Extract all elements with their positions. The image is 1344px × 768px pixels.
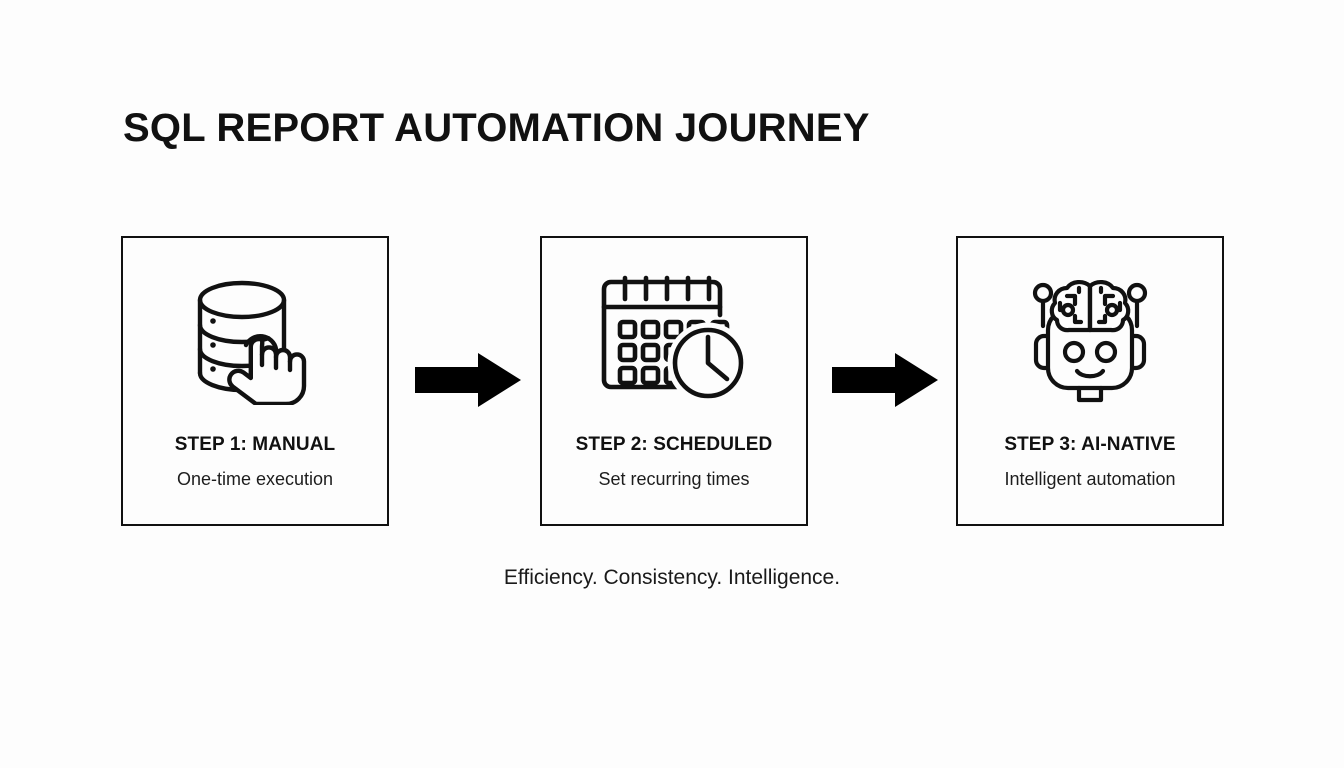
database-hand-click-icon xyxy=(123,264,387,414)
footer-tagline: Efficiency. Consistency. Intelligence. xyxy=(503,566,841,589)
step-card-title: STEP 1: MANUAL xyxy=(174,434,336,455)
step-card-title: STEP 3: AI-NATIVE xyxy=(1004,434,1176,455)
robot-brain-icon xyxy=(958,264,1222,414)
step-card-subtitle: One-time execution xyxy=(176,469,334,489)
step-card-ai-native[interactable]: STEP 3: AI-NATIVE Intelligent automation xyxy=(956,236,1224,526)
calendar-clock-icon xyxy=(542,264,806,414)
arrow-right-icon xyxy=(415,353,521,407)
page-title: SQL REPORT AUTOMATION JOURNEY xyxy=(123,106,870,150)
step-card-subtitle: Intelligent automation xyxy=(1004,469,1176,489)
automation-journey-flow: STEP 1: MANUAL One-time execution xyxy=(121,236,1224,528)
step-card-title: STEP 2: SCHEDULED xyxy=(575,434,773,455)
step-card-subtitle: Set recurring times xyxy=(598,469,750,489)
arrow-right-icon xyxy=(832,353,938,407)
step-card-scheduled[interactable]: STEP 2: SCHEDULED Set recurring times xyxy=(540,236,808,526)
step-card-manual[interactable]: STEP 1: MANUAL One-time execution xyxy=(121,236,389,526)
